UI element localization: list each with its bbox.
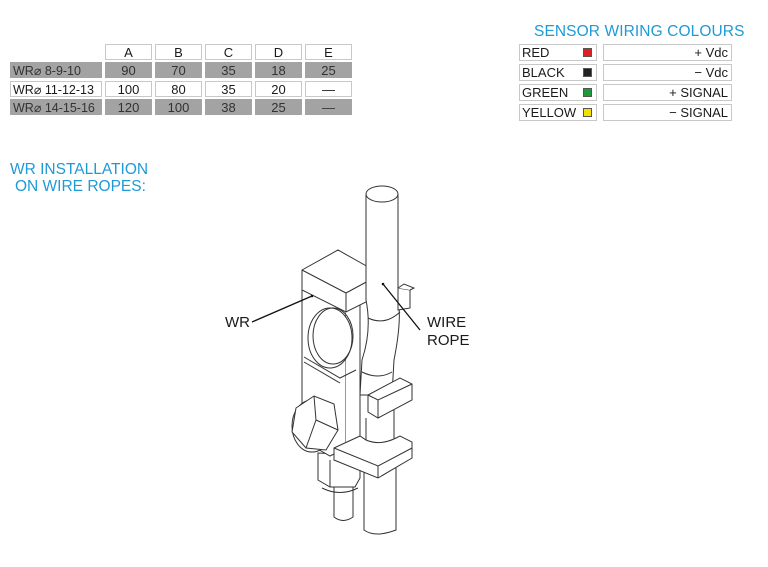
table-cell: 90 xyxy=(105,62,152,78)
hex-bolt xyxy=(291,395,339,453)
wire-colour-name: RED xyxy=(519,44,597,61)
table-cell: 25 xyxy=(305,62,352,78)
wire-colour-label: BLACK xyxy=(522,65,565,80)
table-cell: 25 xyxy=(255,99,302,115)
column-header-e: E xyxy=(305,44,352,60)
installation-title: WR INSTALLATION ON WIRE ROPES: xyxy=(10,161,148,195)
table-cell: — xyxy=(305,99,352,115)
wire-function: + Vdc xyxy=(603,44,732,61)
column-header-b: B xyxy=(155,44,202,60)
table-cell: 120 xyxy=(105,99,152,115)
wire-rope-mid xyxy=(365,410,395,440)
row-model-label: WR⌀ 8-9-10 xyxy=(10,62,102,78)
rope-leader-dot xyxy=(381,282,385,286)
label-wire-rope: WIRE ROPE xyxy=(427,314,470,350)
label-wire-rope-line1: WIRE xyxy=(427,314,467,331)
row-model-label: WR⌀ 14-15-16 xyxy=(10,99,102,115)
table-cell: 100 xyxy=(105,81,152,97)
wire-function: − Vdc xyxy=(603,64,732,81)
wire-colour-name: YELLOW xyxy=(519,104,597,121)
rope-leader-line xyxy=(382,283,421,331)
colour-swatch-icon xyxy=(583,68,592,77)
upper-clamp xyxy=(367,377,413,419)
table-cell: 70 xyxy=(155,62,202,78)
colour-swatch-icon xyxy=(583,108,592,117)
table-cell: 35 xyxy=(205,62,252,78)
column-header-c: C xyxy=(205,44,252,60)
label-wr: WR xyxy=(225,314,250,331)
wire-function: + SIGNAL xyxy=(603,84,732,101)
wire-function: − SIGNAL xyxy=(603,104,732,121)
table-cell: 38 xyxy=(205,99,252,115)
table-cell: — xyxy=(305,81,352,97)
column-header-a: A xyxy=(105,44,152,60)
table-cell: 18 xyxy=(255,62,302,78)
wiring-title: SENSOR WIRING COLOURS xyxy=(534,23,745,40)
table-cell: 20 xyxy=(255,81,302,97)
wire-rope-upper xyxy=(359,185,401,396)
table-cell: 100 xyxy=(155,99,202,115)
lower-clamp xyxy=(333,435,413,479)
wr-leader-dot xyxy=(310,294,314,298)
table-cell: 35 xyxy=(205,81,252,97)
colour-swatch-icon xyxy=(583,88,592,97)
wire-colour-label: RED xyxy=(522,45,550,60)
wire-colour-name: BLACK xyxy=(519,64,597,81)
row-model-label: WR⌀ 11-12-13 xyxy=(10,81,102,97)
wr-leader-line xyxy=(251,295,313,323)
installation-title-line1: WR INSTALLATION xyxy=(10,161,149,178)
table-cell: 80 xyxy=(155,81,202,97)
installation-title-line2: ON WIRE ROPES: xyxy=(15,178,146,195)
wire-colour-name: GREEN xyxy=(519,84,597,101)
label-wire-rope-line2: ROPE xyxy=(427,332,470,349)
colour-swatch-icon xyxy=(583,48,592,57)
wire-colour-label: YELLOW xyxy=(522,105,577,120)
wire-colour-label: GREEN xyxy=(522,85,569,100)
column-header-d: D xyxy=(255,44,302,60)
